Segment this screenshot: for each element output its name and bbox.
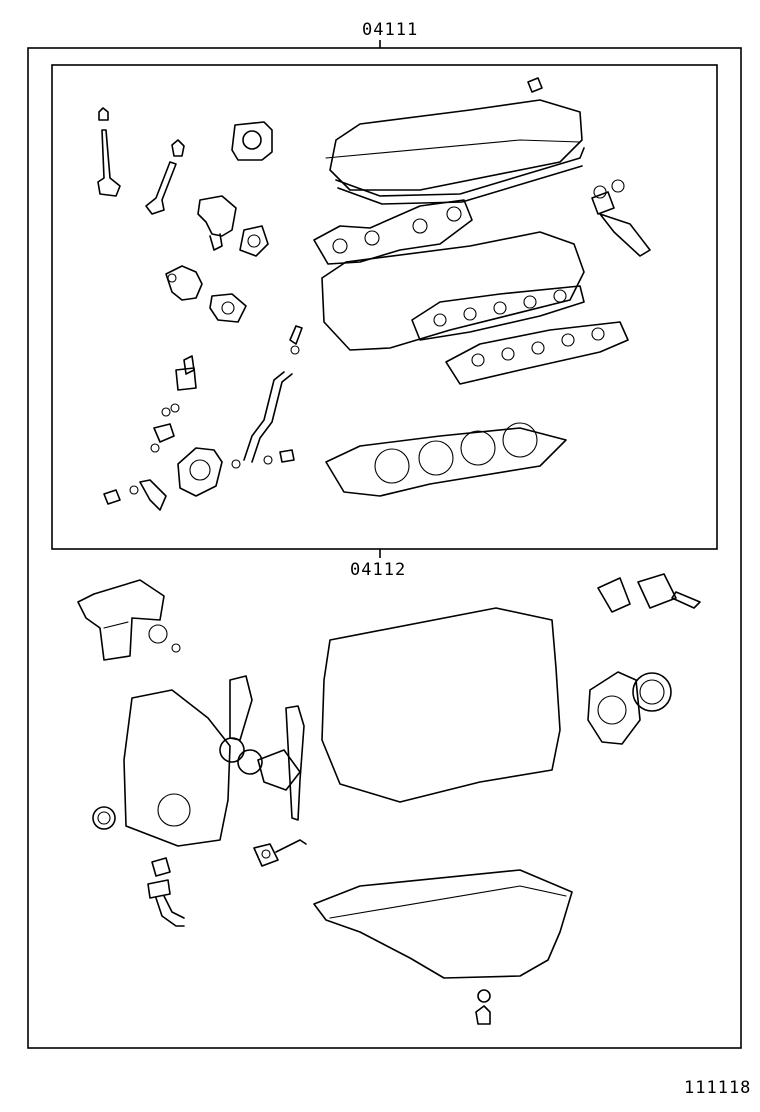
intake-manifold-gasket xyxy=(313,199,473,265)
water-outlet xyxy=(197,195,237,251)
part-number-label-04112: 04112 xyxy=(350,560,407,580)
oil-level-gauge-guide xyxy=(147,857,185,927)
crankshaft-rear-seal xyxy=(632,672,672,712)
water-bypass-pipe xyxy=(243,325,303,465)
timing-chain-gaskets xyxy=(229,675,305,821)
exhaust-manifold-gasket-2 xyxy=(445,321,629,385)
oil-filter-bracket xyxy=(77,579,181,661)
outer-frame-04111 xyxy=(27,47,742,1049)
crankshaft-front-seal xyxy=(92,806,116,830)
water-outlet-gasket xyxy=(239,225,269,257)
oil-pressure-switch xyxy=(103,479,167,511)
intake-valve xyxy=(97,107,121,197)
water-pump xyxy=(177,447,241,497)
thermostat-gasket xyxy=(209,293,247,323)
egr-pipe-gaskets xyxy=(591,179,651,257)
inner-frame-04112 xyxy=(51,64,718,550)
throttle-body-gasket xyxy=(231,121,273,161)
exhaust-valve xyxy=(145,139,185,215)
small-o-rings xyxy=(150,403,180,453)
cylinder-block xyxy=(321,607,561,803)
rear-oil-seal-retainer xyxy=(587,671,641,745)
part-number-label-04111: 04111 xyxy=(362,20,419,40)
thermostat-housing xyxy=(165,265,203,301)
illustration-number: 111118 xyxy=(684,1078,752,1098)
intake-water-gaskets xyxy=(597,573,701,613)
oil-pan xyxy=(313,869,573,979)
egr-gasket xyxy=(253,839,307,867)
oil-pan-drain-plug xyxy=(475,989,491,1025)
cylinder-head-gasket xyxy=(325,422,567,497)
cylinder-head xyxy=(321,231,585,351)
cylinder-head-cover-gasket xyxy=(325,77,583,191)
vacuum-sensor xyxy=(175,355,197,391)
exhaust-manifold-gasket-1 xyxy=(411,285,585,341)
timing-cover xyxy=(123,689,231,847)
cylinder-head-cover-seal xyxy=(335,147,585,205)
